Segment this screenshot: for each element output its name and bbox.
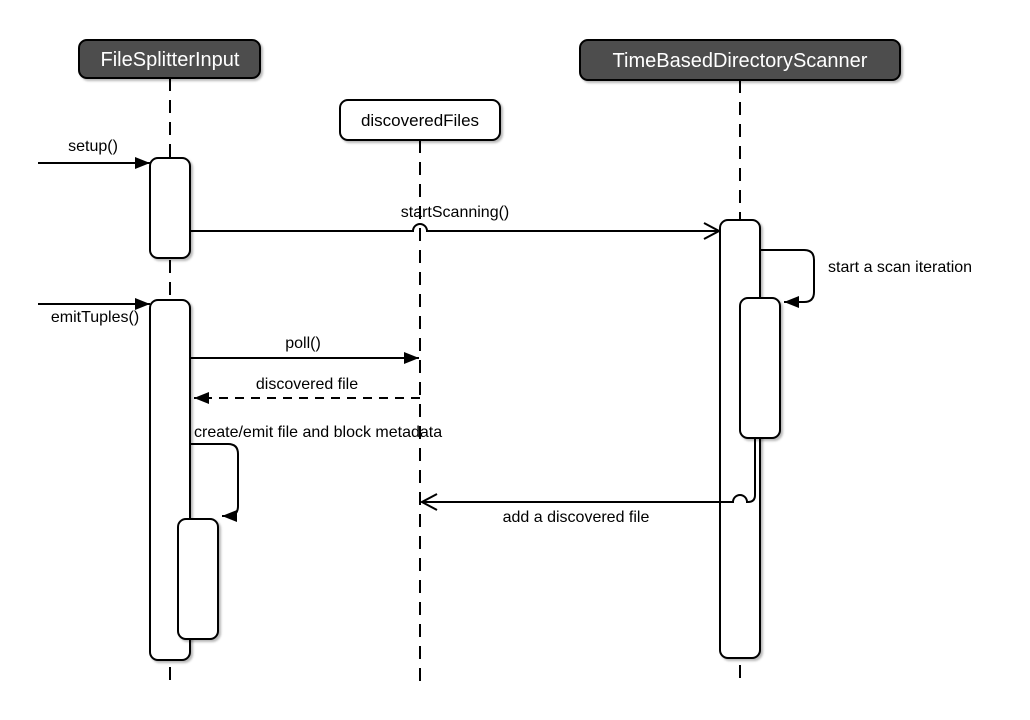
participant-box-filesplitterinput <box>78 39 261 79</box>
message-label-startscanning: startScanning() <box>401 204 510 221</box>
message-label-scan-iteration: start a scan iteration <box>828 259 972 276</box>
participant-label-filesplitterinput: FileSplitterInput <box>101 49 240 71</box>
message-label-poll: poll() <box>285 335 321 352</box>
message-label-add-discovered-file: add a discovered file <box>503 509 650 526</box>
message-label-setup: setup() <box>68 138 118 155</box>
message-arrow-create-emit-self <box>190 443 239 522</box>
participant-label-timebaseddirectoryscanner: TimeBasedDirectoryScanner <box>613 50 868 72</box>
message-label-emittuples: emitTuples() <box>51 309 139 326</box>
participant-filesplitterinput: FileSplitterInput <box>78 39 261 79</box>
participant-discoveredfiles: discoveredFiles <box>339 99 501 141</box>
message-label-discovered-file: discovered file <box>256 376 358 393</box>
message-arrow-scan-iteration-self <box>760 249 815 308</box>
message-arrow-add-discovered-file <box>422 438 756 502</box>
message-arrow-startscanning <box>190 224 719 231</box>
participant-box-timebaseddirectoryscanner <box>579 39 901 81</box>
participant-label-discoveredfiles: discoveredFiles <box>361 111 479 130</box>
participant-timebaseddirectoryscanner: TimeBasedDirectoryScanner <box>579 39 901 81</box>
activation-bar-scanner-nested <box>739 297 781 439</box>
activation-bar-filesplitterinput-nested <box>177 518 219 640</box>
activation-bar-filesplitterinput-setup <box>149 157 191 259</box>
message-label-create-emit: create/emit file and block metadata <box>194 424 442 441</box>
participant-box-discoveredfiles <box>339 99 501 141</box>
